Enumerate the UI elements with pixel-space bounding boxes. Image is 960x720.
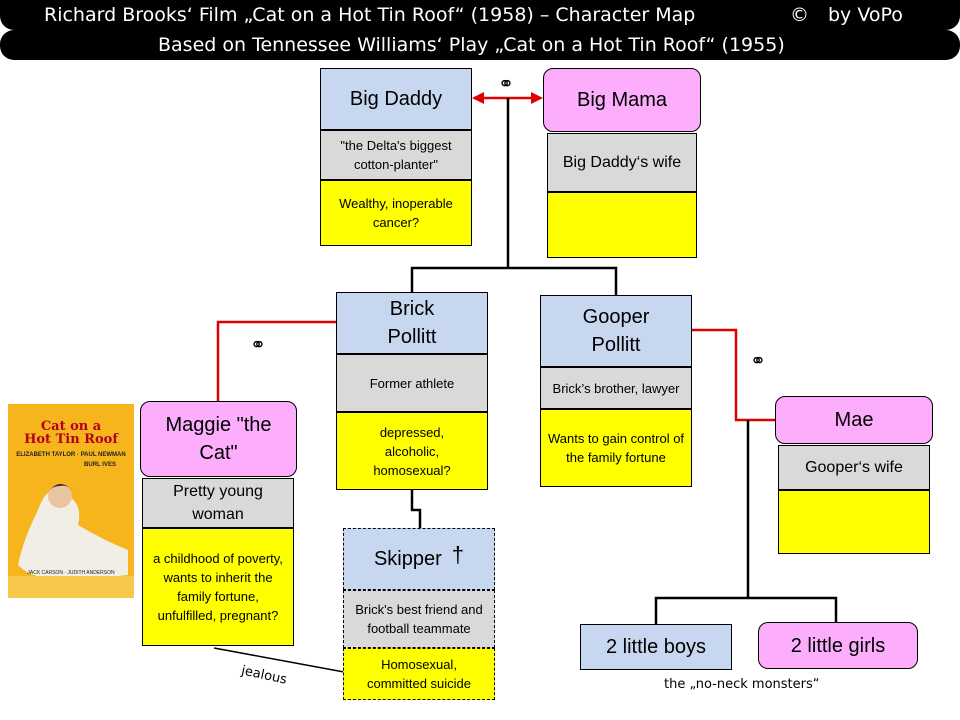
subtitle-text: Based on Tennessee Williams‘ Play „Cat o…	[158, 34, 785, 56]
skipper-traits: Homosexual, committed suicide	[343, 648, 495, 700]
big-daddy-name: Big Daddy	[320, 68, 472, 130]
brick-name-text: Brick Pollitt	[387, 298, 437, 348]
brick-role-text: Former athlete	[369, 375, 455, 391]
little-boys: 2 little boys	[580, 624, 732, 670]
maggie-name-text: Maggie "the Cat"	[165, 414, 272, 464]
mae-name-text: Mae	[834, 409, 874, 431]
big-mama-name: Big Mama	[543, 68, 701, 132]
arrowhead-left	[472, 92, 484, 104]
marriage-line-gooper-mae	[692, 328, 776, 422]
brick-name: Brick Pollitt	[336, 292, 488, 354]
subtitle-banner: Based on Tennessee Williams‘ Play „Cat o…	[0, 30, 960, 60]
title-text: Richard Brooks‘ Film „Cat on a Hot Tin R…	[44, 4, 696, 26]
big-daddy-traits: Wealthy, inoperable cancer?	[320, 180, 472, 246]
maggie-traits-text: a childhood of poverty, wants to inherit…	[153, 551, 283, 623]
poster-title-line2: Hot Tin Roof	[24, 432, 118, 447]
gooper-name: Gooper Pollitt	[540, 295, 692, 367]
children-caption: the „no-neck monsters“	[664, 677, 820, 692]
little-boys-text: 2 little boys	[605, 636, 707, 658]
marriage-line-brick-maggie	[216, 320, 336, 401]
gooper-traits-text: Wants to gain control of the family fort…	[547, 431, 685, 465]
poster-cast: JACK CARSON · JUDITH ANDERSON	[27, 570, 115, 576]
gooper-role-text: Brick’s brother, lawyer	[552, 380, 680, 396]
mae-role: Gooper‘s wife	[778, 445, 930, 490]
children-line	[654, 596, 838, 624]
big-mama-traits	[547, 192, 697, 258]
marriage-symbol-big-daddy: ⚭	[498, 73, 514, 95]
poster-art	[8, 400, 134, 598]
sibling-line	[410, 266, 618, 295]
gooper-role: Brick’s brother, lawyer	[540, 367, 692, 409]
author-text: by VoPo	[828, 4, 903, 26]
skipper-traits-text: Homosexual, committed suicide	[366, 657, 472, 691]
arrowhead-right	[531, 92, 543, 104]
line-brick-skipper	[410, 490, 422, 528]
brick-role: Former athlete	[336, 354, 488, 412]
skipper-role-text: Brick's best friend and football teammat…	[355, 602, 483, 636]
marriage-symbol-gooper: ⚭	[750, 350, 766, 372]
little-girls-text: 2 little girls	[790, 634, 886, 657]
skipper-name: Skipper †	[343, 528, 495, 590]
movie-poster: Cat on a Hot Tin Roof ELIZABETH TAYLOR ·…	[8, 400, 134, 598]
big-mama-name-text: Big Mama	[576, 89, 668, 111]
deceased-symbol: †	[451, 542, 465, 567]
mae-role-text: Gooper‘s wife	[805, 459, 903, 476]
poster-ives: BURL IVES	[84, 462, 116, 468]
marriage-symbol-brick: ⚭	[250, 334, 266, 356]
big-daddy-traits-text: Wealthy, inoperable cancer?	[339, 196, 453, 230]
poster-title: Cat on a Hot Tin Roof	[8, 420, 134, 446]
poster-stars: ELIZABETH TAYLOR · PAUL NEWMAN	[16, 452, 126, 458]
poster-title-line1: Cat on a	[40, 419, 102, 434]
copyright-symbol: ©	[790, 4, 809, 26]
maggie-role-text: Pretty young woman	[173, 483, 263, 523]
skipper-name-text: Skipper	[373, 548, 442, 570]
title-banner: Richard Brooks‘ Film „Cat on a Hot Tin R…	[0, 0, 960, 30]
mae-name: Mae	[775, 396, 933, 444]
skipper-role: Brick's best friend and football teammat…	[343, 590, 495, 648]
big-mama-role: Big Daddy‘s wife	[547, 133, 697, 192]
jealous-line	[213, 647, 345, 673]
mae-traits	[778, 490, 930, 554]
maggie-role: Pretty young woman	[142, 478, 294, 528]
gooper-traits: Wants to gain control of the family fort…	[540, 409, 692, 487]
little-girls: 2 little girls	[758, 622, 918, 669]
big-mama-role-text: Big Daddy‘s wife	[562, 154, 682, 171]
big-daddy-name-text: Big Daddy	[349, 88, 443, 110]
maggie-name: Maggie "the Cat"	[140, 401, 297, 477]
maggie-traits: a childhood of poverty, wants to inherit…	[142, 528, 294, 646]
brick-traits: depressed, alcoholic, homosexual?	[336, 412, 488, 490]
big-daddy-role-text: "the Delta's biggest cotton-planter"	[340, 138, 452, 172]
brick-traits-text: depressed, alcoholic, homosexual?	[373, 424, 451, 478]
big-daddy-role: "the Delta's biggest cotton-planter"	[320, 130, 472, 180]
gooper-name-text: Gooper Pollitt	[582, 306, 650, 356]
